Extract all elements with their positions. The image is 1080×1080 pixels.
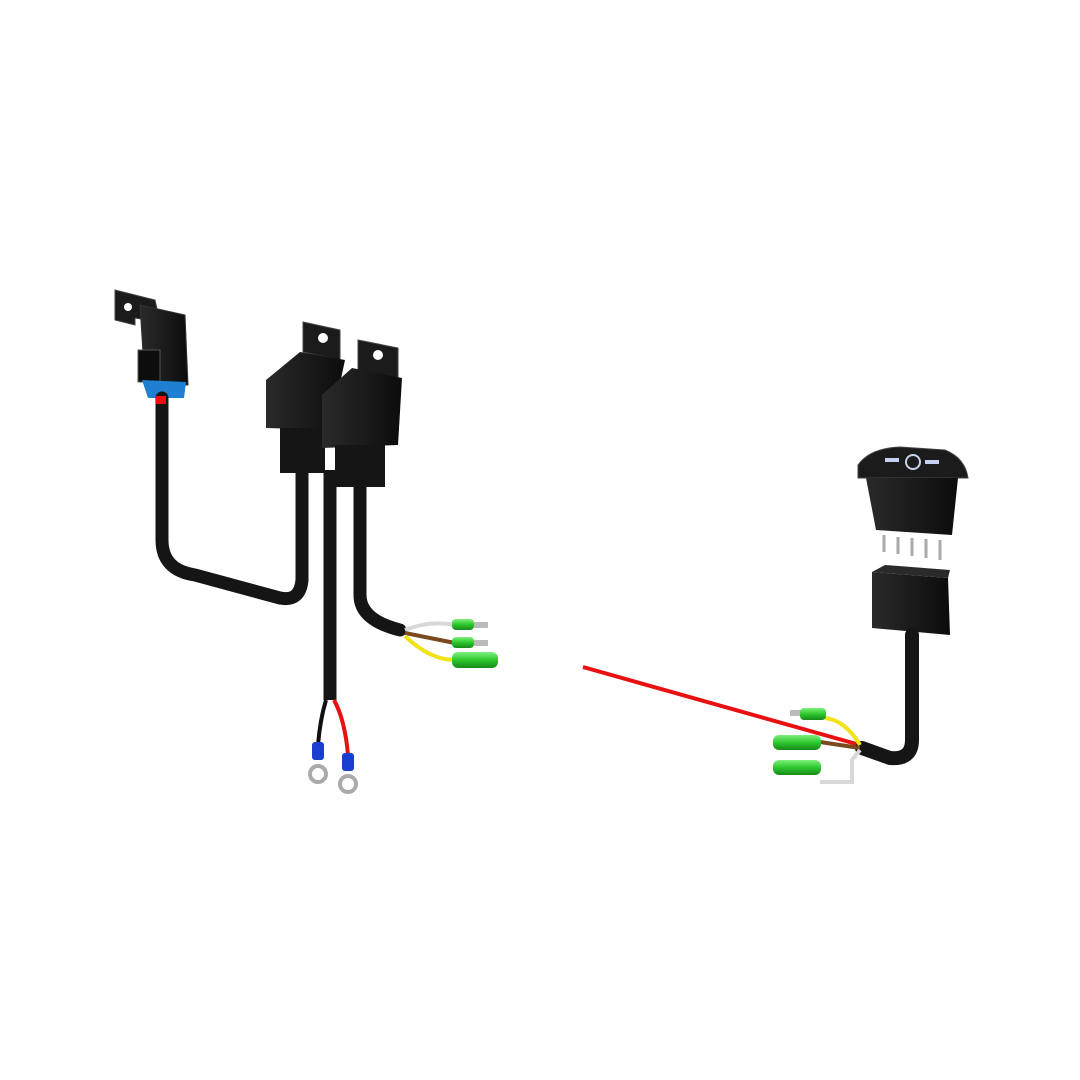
terminal-left-1 <box>452 619 488 630</box>
terminal-right-1 <box>790 708 826 720</box>
switch-connector <box>872 565 950 635</box>
switch-cable <box>855 628 919 766</box>
terminal-right-3 <box>773 760 821 775</box>
fuse-holder <box>114 289 189 398</box>
ring-terminal-red <box>338 753 358 794</box>
terminal-right-2 <box>773 735 821 750</box>
terminal-left-3 <box>452 652 498 668</box>
fuse-cable <box>155 391 309 606</box>
relay-output-cable <box>353 478 407 637</box>
rocker-switch <box>857 446 969 560</box>
relay-2 <box>322 339 402 487</box>
ring-terminal-black <box>308 742 328 784</box>
red-line <box>582 665 861 747</box>
terminal-left-2 <box>452 637 488 648</box>
